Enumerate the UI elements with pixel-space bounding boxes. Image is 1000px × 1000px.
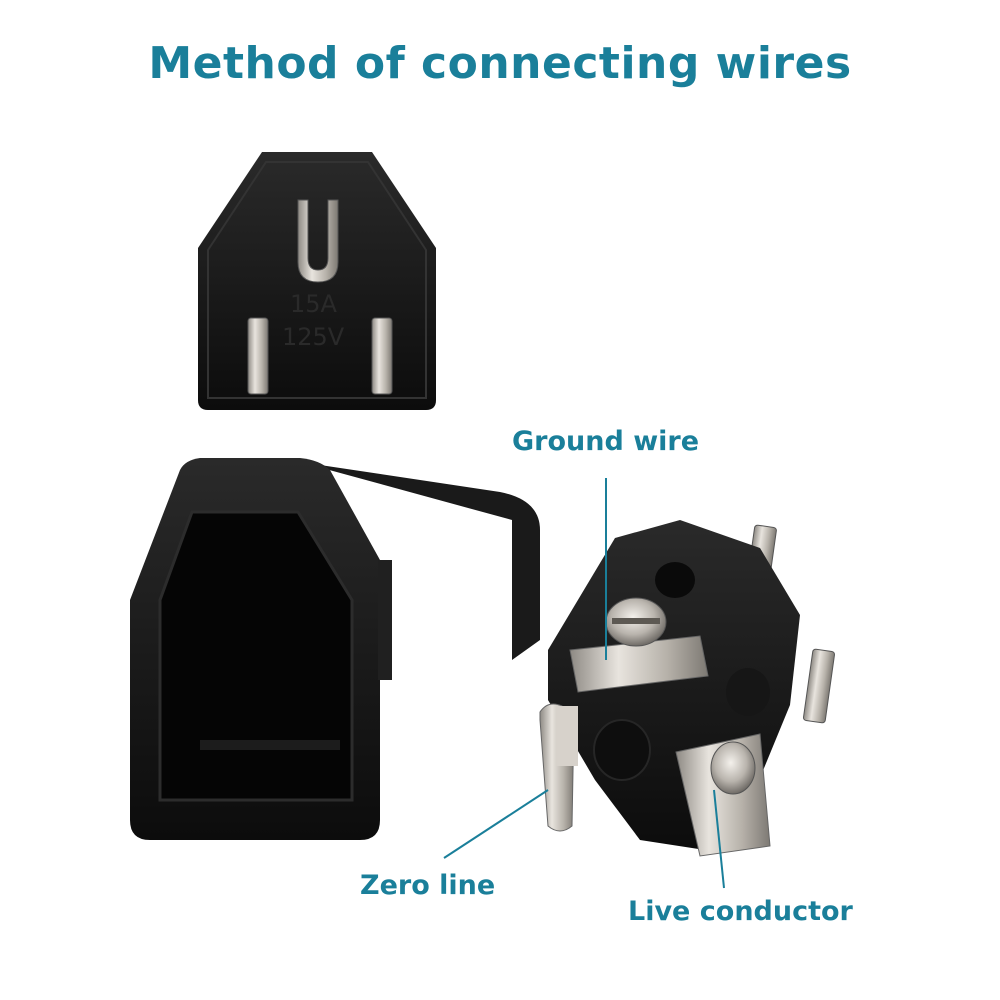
zero-leader bbox=[443, 789, 549, 859]
housing-opening bbox=[158, 510, 354, 802]
plug-insert bbox=[539, 520, 836, 857]
ground-pin bbox=[297, 199, 339, 283]
plug-housing bbox=[130, 458, 540, 840]
live-leader bbox=[713, 789, 725, 889]
ground-terminal bbox=[569, 635, 709, 693]
zero-line-label: Zero line bbox=[360, 870, 496, 901]
live-blade bbox=[371, 317, 393, 395]
plug-face: 15A 125V bbox=[198, 152, 436, 410]
live-conductor-label: Live conductor bbox=[628, 896, 853, 927]
ground-wire-label: Ground wire bbox=[512, 426, 700, 457]
rating-current: 15A bbox=[290, 290, 338, 318]
rating-voltage: 125V bbox=[282, 323, 345, 351]
page-title: Method of connecting wires bbox=[148, 38, 852, 89]
live-screw bbox=[710, 741, 756, 795]
neutral-blade bbox=[247, 317, 269, 395]
